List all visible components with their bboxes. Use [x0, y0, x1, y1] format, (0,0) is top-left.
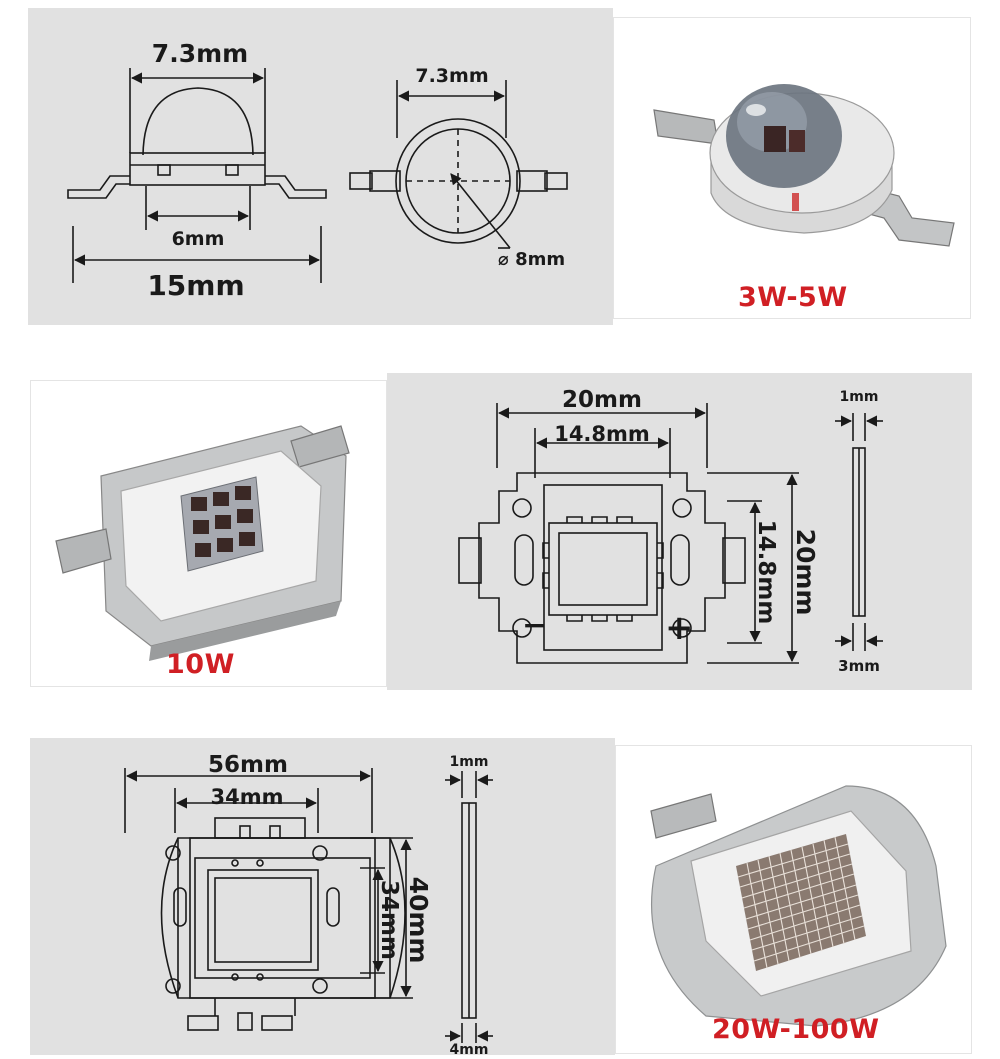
- dim-outer-height: 20mm: [791, 529, 820, 616]
- drawing-3w-svg: 7.3mm 6mm 15mm 7.3mm ⌀ 8mm: [67, 39, 568, 302]
- photo-3w-panel: 3W-5W: [613, 17, 971, 319]
- led-10w-outline: [458, 472, 746, 664]
- led-side-view: [67, 87, 327, 199]
- dim-outer-width: 56mm: [208, 752, 288, 778]
- led-3w-photo: [653, 84, 955, 247]
- dim-inner-height: 34mm: [376, 880, 402, 960]
- chip-grid: [191, 486, 255, 557]
- dim-side-width-bottom: 6mm: [172, 228, 225, 250]
- drawing-100w-panel: − 56mm 34mm 34mm 40mm 1mm 4mm: [30, 738, 615, 1055]
- dim-thickness-top: 1mm: [840, 389, 879, 405]
- led-top-view: [349, 118, 568, 244]
- dim-thickness-top: 1mm: [450, 754, 489, 770]
- plus-terminal-mark: +: [665, 608, 694, 648]
- drawing-100w-svg: − 56mm 34mm 34mm 40mm 1mm 4mm: [124, 752, 493, 1055]
- drawing-10w-panel: − + 20mm 14.8mm 14.8mm 20mm 1mm 3mm: [387, 373, 972, 690]
- led-100w-side-profile: [461, 802, 477, 1019]
- dim-thickness-bottom: 4mm: [450, 1042, 489, 1055]
- led-10w-photo: [55, 425, 350, 661]
- caption-20w-100w: 20W-100W: [712, 1014, 880, 1045]
- dim-inner-width: 14.8mm: [554, 422, 650, 446]
- dim-outer-width: 20mm: [562, 387, 642, 413]
- minus-terminal-mark: −: [522, 608, 547, 643]
- dim-top-diameter: ⌀ 8mm: [498, 249, 565, 270]
- dim-outer-height: 40mm: [404, 877, 433, 964]
- dim-top-width: 7.3mm: [415, 65, 488, 87]
- led-10w-side-profile: [852, 447, 866, 617]
- dim-thickness-bottom: 3mm: [838, 657, 880, 675]
- dim-side-length: 15mm: [147, 269, 244, 302]
- caption-10w: 10W: [166, 649, 235, 680]
- photo-10w-panel: 10W: [30, 380, 387, 687]
- drawing-3w-panel: 7.3mm 6mm 15mm 7.3mm ⌀ 8mm: [28, 8, 613, 325]
- dim-inner-height: 14.8mm: [753, 520, 779, 625]
- dim-inner-width: 34mm: [211, 785, 284, 809]
- drawing-10w-svg: − + 20mm 14.8mm 14.8mm 20mm 1mm 3mm: [458, 387, 883, 675]
- caption-3w-5w: 3W-5W: [738, 282, 848, 313]
- dim-side-width-top: 7.3mm: [152, 39, 248, 68]
- led-100w-photo: [650, 785, 947, 1027]
- photo-100w-panel: 20W-100W: [615, 745, 972, 1054]
